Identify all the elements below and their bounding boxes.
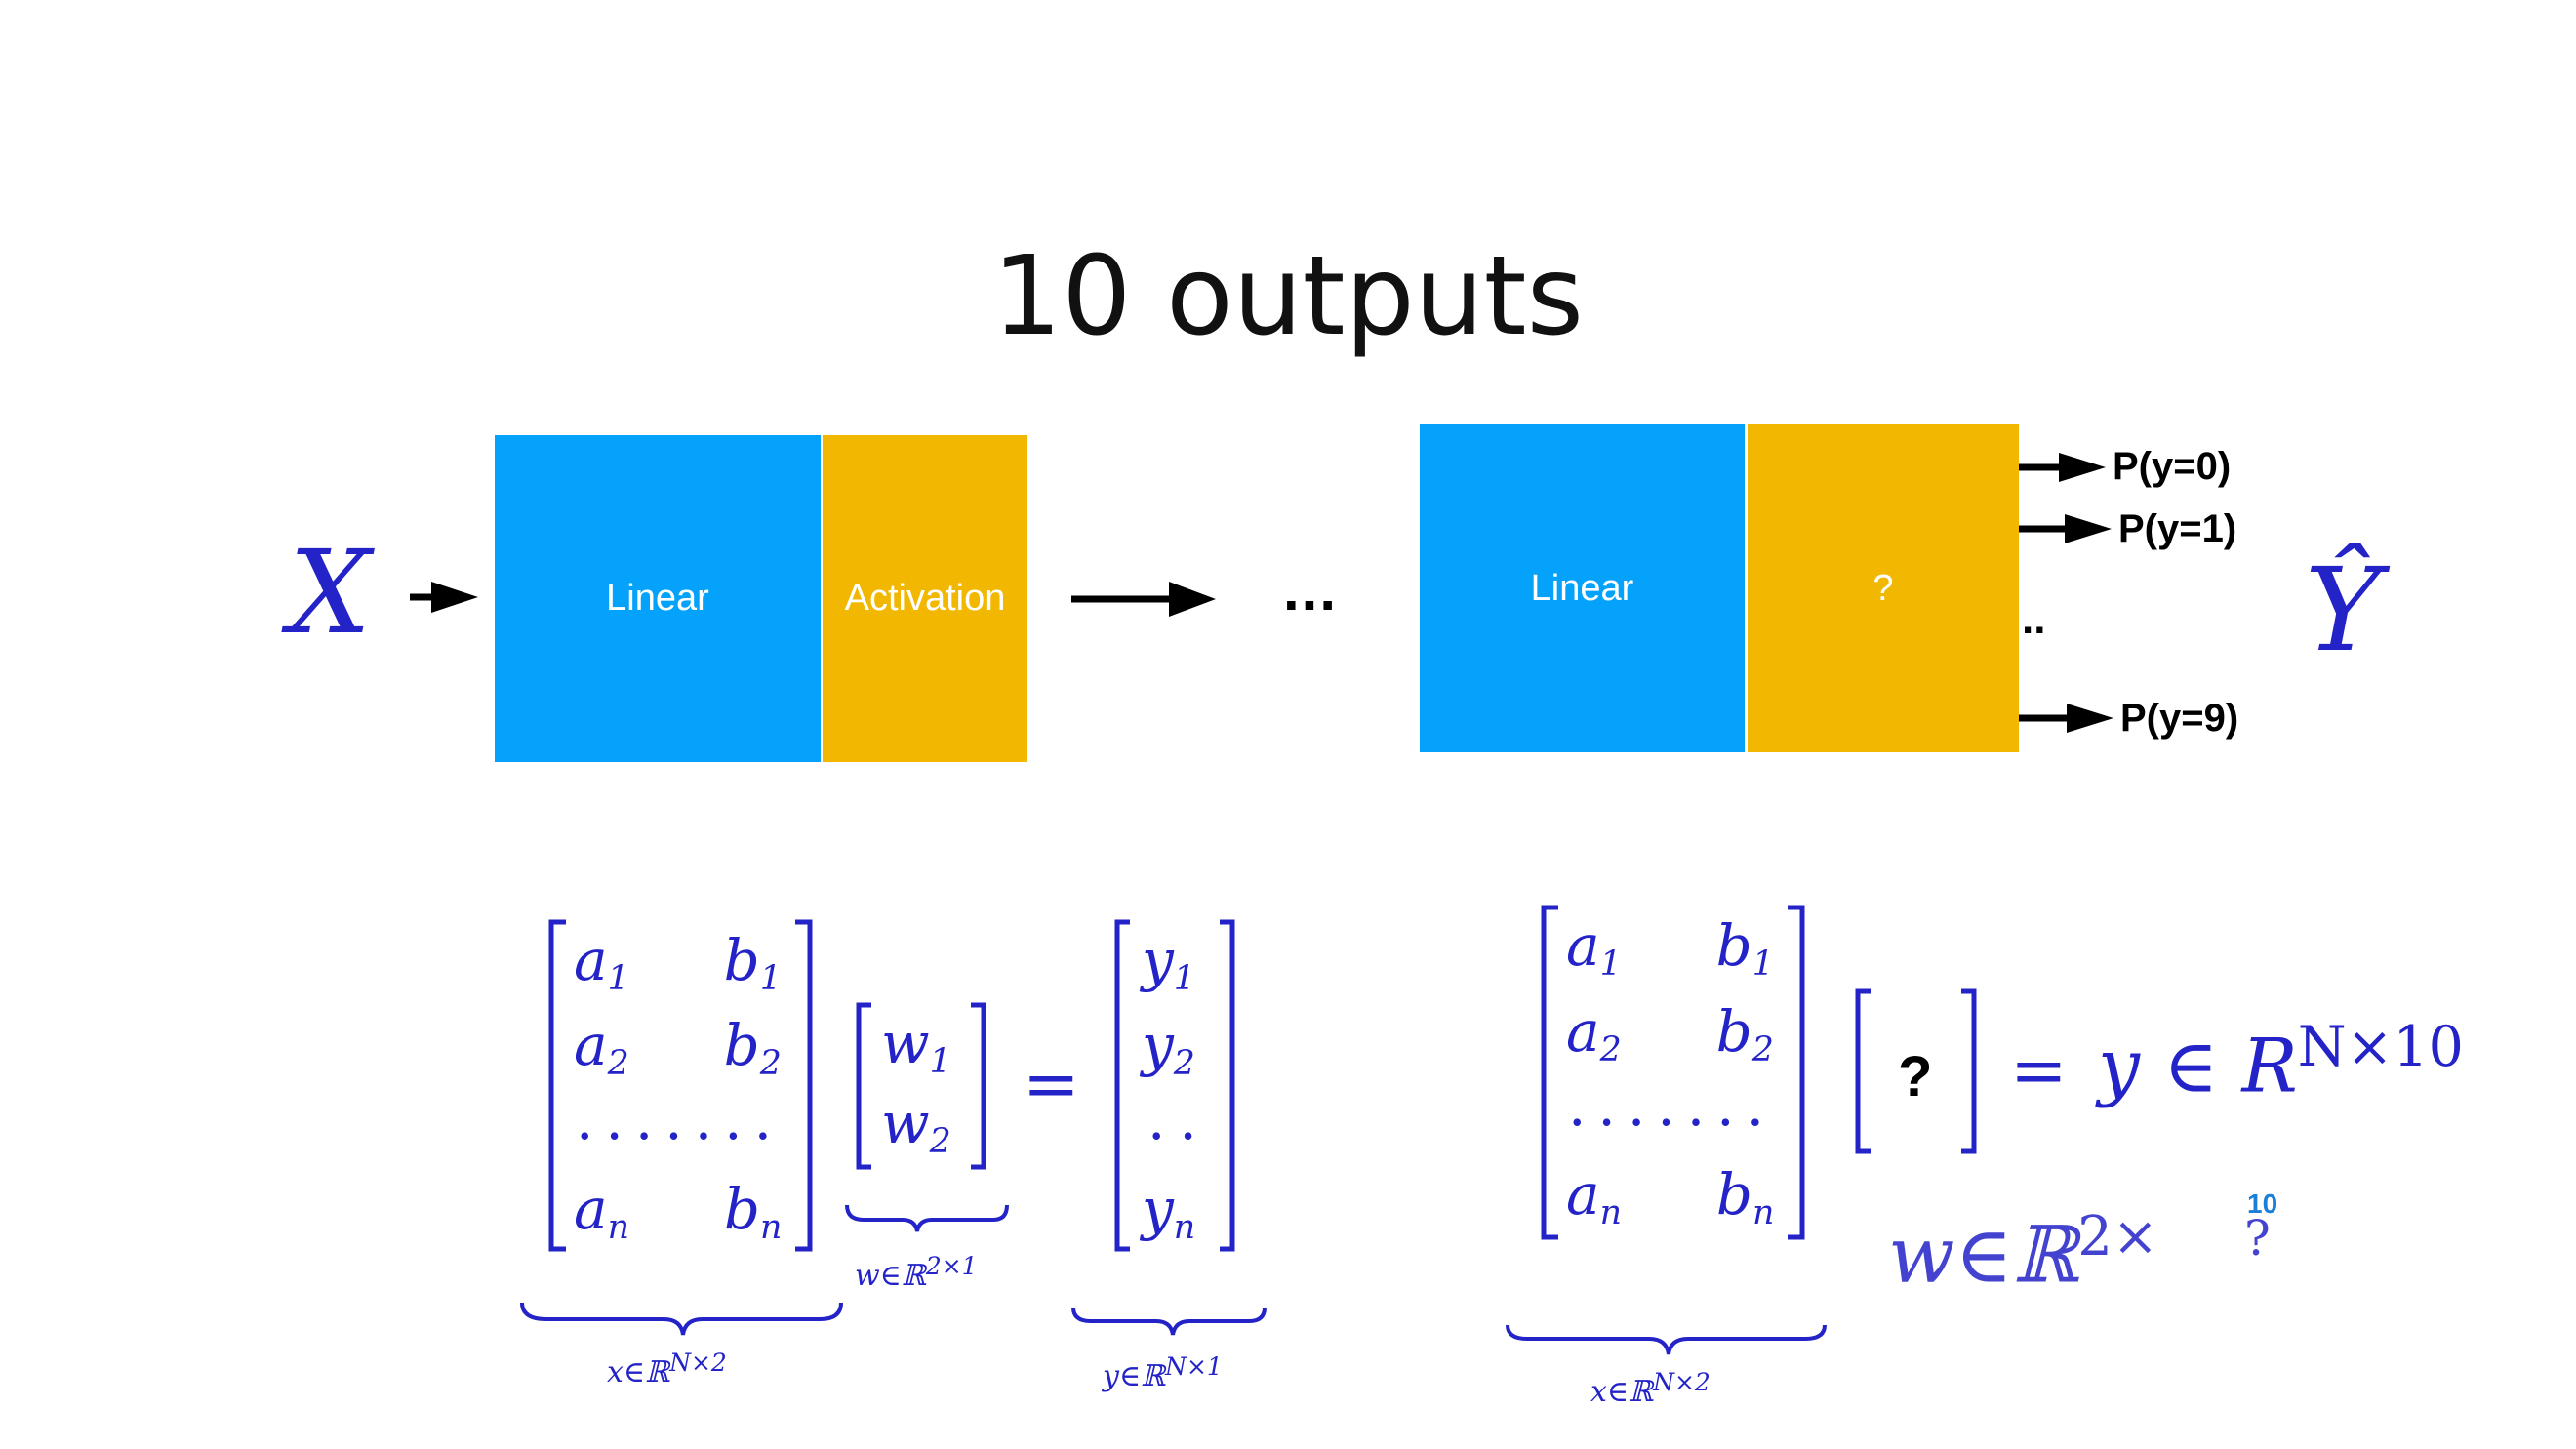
left-y-row-1: y1	[1142, 927, 1195, 998]
left-x-row-1: a1 b1	[574, 927, 782, 998]
middle-ellipsis: ...	[1283, 557, 1339, 623]
input-x-symbol: X	[289, 525, 372, 660]
left-x-row-n: an bn	[574, 1176, 783, 1247]
right-unknown-brackets	[1855, 988, 1977, 1154]
output-yhat-symbol: Ŷ	[2305, 543, 2381, 677]
right-x-label: x∈ℝN×2	[1590, 1368, 1711, 1409]
left-activation-block: Activation	[823, 435, 1027, 762]
arrow-x-to-linear	[410, 582, 478, 613]
left-equals: =	[1023, 1044, 1080, 1124]
left-w-label: w∈ℝ2×1	[855, 1252, 978, 1293]
left-x-label: x∈ℝN×2	[607, 1348, 727, 1389]
output-label-0: P(y=0)	[2113, 445, 2232, 488]
right-x-brace	[1506, 1324, 1827, 1355]
left-x-dots: .......	[576, 1086, 785, 1152]
right-x-dots: .......	[1568, 1072, 1777, 1139]
right-x-row-n: an bn	[1566, 1161, 1775, 1232]
right-w-shape: w∈ℝ2×	[1888, 1205, 2158, 1301]
left-x-brace	[520, 1302, 843, 1336]
arrow-output-1	[2015, 514, 2112, 543]
right-x-row-2: a2 b2	[1566, 998, 1774, 1069]
right-result: y ∈ RN×10	[2098, 1015, 2464, 1109]
right-equals: =	[2010, 1030, 2068, 1110]
right-x-row-1: a1 b1	[1566, 912, 1774, 984]
left-y-dots: ..	[1147, 1086, 1211, 1152]
right-w-sup-small: 10	[2247, 1188, 2278, 1219]
left-w-brace	[845, 1204, 1009, 1232]
arrow-output-0	[2015, 453, 2106, 482]
right-w-sup-unknown: ?	[2244, 1210, 2271, 1267]
left-x-brackets	[548, 919, 813, 1252]
right-x-brackets	[1541, 905, 1805, 1240]
left-w-brackets	[856, 1002, 986, 1170]
left-y-brackets	[1114, 919, 1235, 1252]
left-w-row-1: w1	[881, 1010, 951, 1081]
output-label-1: P(y=1)	[2118, 507, 2237, 550]
left-y-brace	[1071, 1307, 1267, 1336]
arrow-output-9	[2015, 704, 2113, 733]
right-unknown-weight: ?	[1898, 1045, 1933, 1108]
right-unknown-block: ?	[1748, 424, 2019, 752]
slide-title: 10 outputs	[992, 233, 1584, 360]
left-w-row-2: w2	[881, 1090, 951, 1161]
left-y-row-2: y2	[1142, 1012, 1195, 1083]
left-y-label: y∈ℝN×1	[1103, 1352, 1223, 1393]
arrow-activation-to-ellipsis	[1071, 582, 1216, 617]
left-linear-block: Linear	[495, 435, 821, 762]
left-x-row-2: a2 b2	[574, 1012, 782, 1083]
left-y-row-n: yn	[1142, 1176, 1196, 1247]
outputs-ellipsis: ..	[2022, 595, 2046, 643]
right-linear-block: Linear	[1420, 424, 1745, 752]
output-label-9: P(y=9)	[2120, 697, 2239, 740]
